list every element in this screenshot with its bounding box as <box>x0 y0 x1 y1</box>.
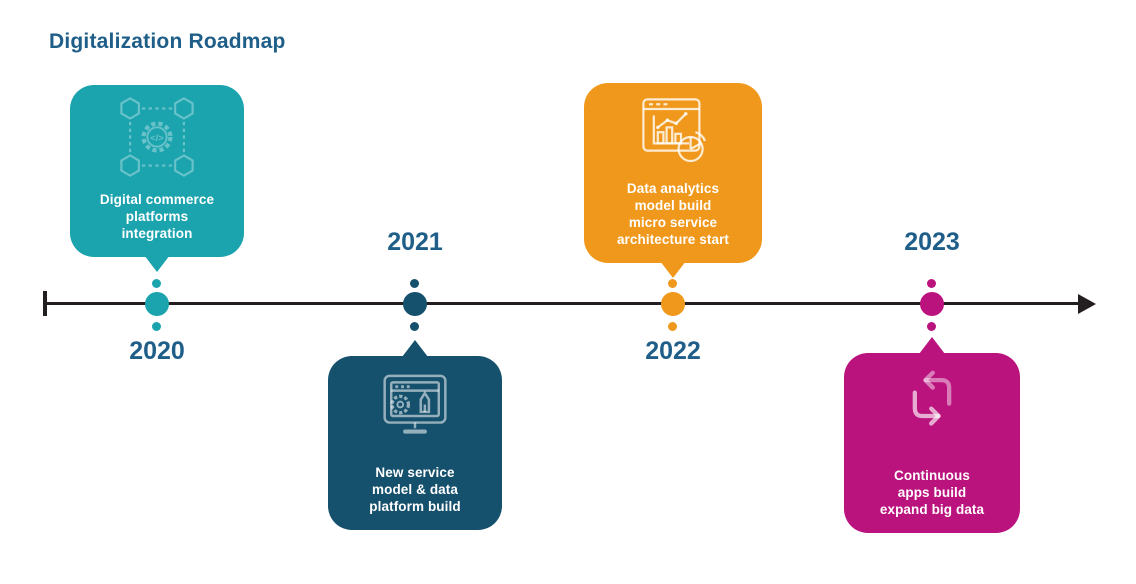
continuous-loop-icon <box>912 370 952 426</box>
timeline-arrowhead-icon <box>1078 294 1096 314</box>
callout-2020-pointer <box>144 255 170 272</box>
milestone-2021-dot <box>403 292 427 316</box>
service-platform-monitor-icon <box>383 374 447 434</box>
callout-2022-caption: Data analytics model build micro service… <box>616 181 730 247</box>
marker-dot-small <box>410 279 419 288</box>
page-title: Digitalization Roadmap <box>49 30 286 53</box>
callout-2022-pointer <box>660 261 686 278</box>
year-label-2022: 2022 <box>645 337 701 365</box>
marker-dot-small <box>668 279 677 288</box>
svg-text:</>: </> <box>150 133 164 143</box>
callout-2020: </> Digital commerce platforms integrati… <box>70 85 244 257</box>
callout-2020-caption: Digital commerce platforms integration <box>99 192 215 241</box>
marker-dot-small <box>668 322 677 331</box>
callout-2023: Continuous apps build expand big data <box>844 353 1020 533</box>
year-label-2021: 2021 <box>387 228 443 256</box>
marker-dot-small <box>410 322 419 331</box>
year-label-2023: 2023 <box>904 228 960 256</box>
callout-2021: New service model & data platform build <box>328 356 502 530</box>
timeline-axis <box>44 302 1082 305</box>
callout-2021-pointer <box>402 340 428 357</box>
marker-dot-small <box>152 279 161 288</box>
callout-2023-caption: Continuous apps build expand big data <box>879 468 985 517</box>
milestone-2022-dot <box>661 292 685 316</box>
year-label-2020: 2020 <box>129 337 185 365</box>
callout-2023-pointer <box>919 337 945 354</box>
marker-dot-small <box>152 322 161 331</box>
marker-dot-small <box>927 279 936 288</box>
milestone-2023-dot <box>920 292 944 316</box>
callout-2022: Data analytics model build micro service… <box>584 83 762 263</box>
callout-2021-caption: New service model & data platform build <box>369 465 461 514</box>
integration-network-icon: </> <box>120 97 194 177</box>
milestone-2020-dot <box>145 292 169 316</box>
marker-dot-small <box>927 322 936 331</box>
data-analytics-chart-icon <box>642 98 707 163</box>
